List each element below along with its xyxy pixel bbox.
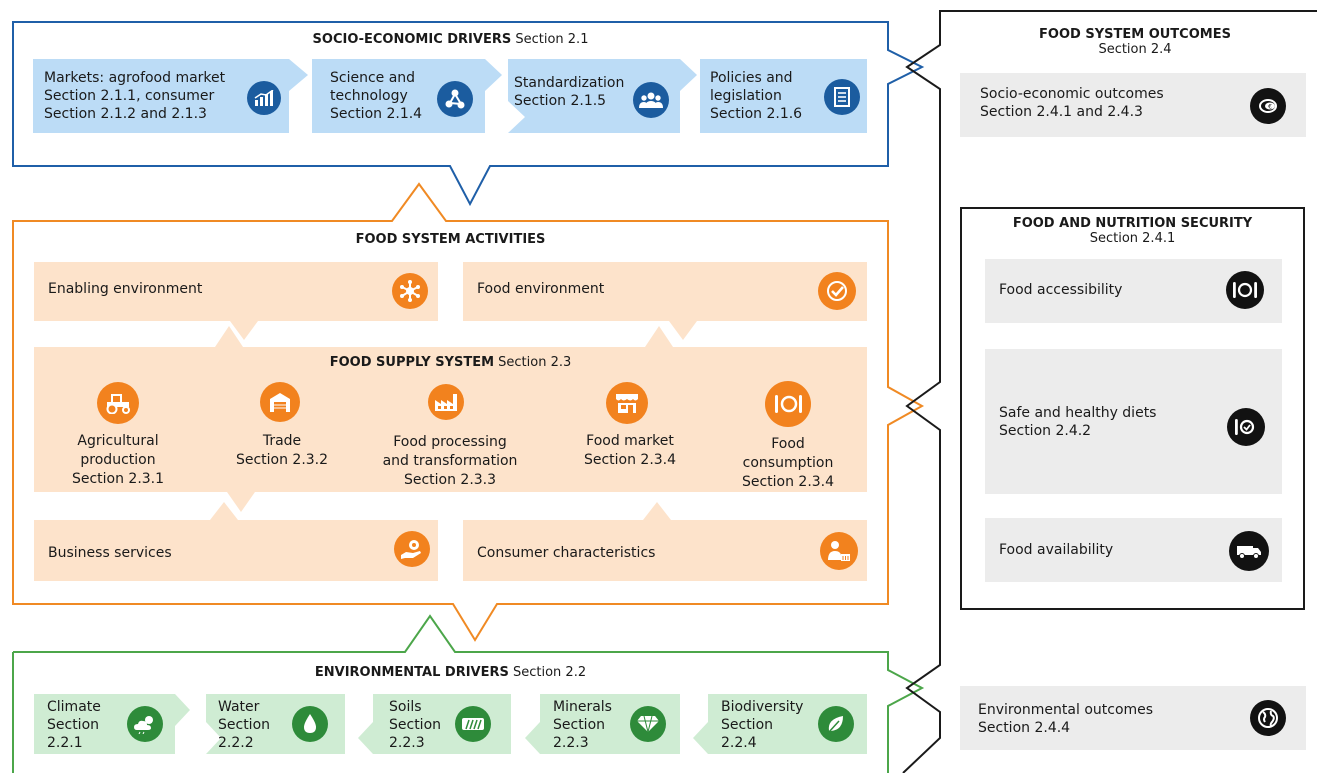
climate-card: Climate Section 2.2.1 bbox=[47, 699, 101, 751]
hand-gear-icon bbox=[394, 531, 430, 567]
socio-title-section: Section 2.1 bbox=[515, 32, 589, 47]
fns-title-bold: FOOD AND NUTRITION SECURITY bbox=[1012, 216, 1253, 231]
supply-title-bold: FOOD SUPPLY SYSTEM bbox=[329, 355, 495, 370]
plate-cutlery-icon bbox=[765, 381, 811, 427]
bar-chart-icon bbox=[247, 81, 281, 115]
agricultural-production-label: Agricultural production Section 2.3.1 bbox=[71, 433, 165, 487]
environmental-outcomes: Environmental outcomes Section 2.4.4 bbox=[978, 702, 1154, 736]
plate-check-icon bbox=[1227, 408, 1265, 446]
trade-label: Trade Section 2.3.2 bbox=[235, 433, 329, 468]
fns-title-section: Section 2.4.1 bbox=[1089, 231, 1176, 246]
biodiversity-card: Biodiversity Section 2.2.4 bbox=[721, 699, 804, 751]
food-processing-label: Food processing and transformation Secti… bbox=[382, 434, 518, 488]
consumer-characteristics: Consumer characteristics bbox=[477, 545, 656, 561]
leaf-icon bbox=[818, 706, 854, 742]
food-accessibility: Food accessibility bbox=[999, 282, 1123, 298]
food-consumption-label: Food consumption Section 2.3.4 bbox=[741, 436, 835, 490]
food-market-label: Food market Section 2.3.4 bbox=[583, 433, 677, 468]
svg-text:€: € bbox=[1268, 104, 1272, 111]
socio-frame bbox=[12, 21, 925, 207]
markets-card: Markets: agrofood market Section 2.1.1, … bbox=[44, 70, 226, 122]
coins-icon: € bbox=[1250, 88, 1286, 124]
globe-icon bbox=[1250, 700, 1286, 736]
hub-icon bbox=[392, 273, 428, 309]
plate-icon bbox=[1226, 271, 1264, 309]
outcomes-title-section: Section 2.4 bbox=[1098, 42, 1172, 57]
env-title-section: Section 2.2 bbox=[513, 665, 587, 680]
checkmark-icon bbox=[818, 272, 856, 310]
standardization-card: Standardization Section 2.1.5 bbox=[514, 75, 625, 109]
factory-icon bbox=[428, 384, 464, 420]
supply-title: FOOD SUPPLY SYSTEM Section 2.3 bbox=[34, 355, 867, 370]
tractor-icon bbox=[97, 382, 139, 424]
water-drop-icon bbox=[292, 706, 328, 742]
socio-title: SOCIO-ECONOMIC DRIVERS Section 2.1 bbox=[13, 32, 888, 47]
env-frame bbox=[12, 614, 925, 773]
outcomes-frame bbox=[902, 10, 1317, 773]
supply-title-section: Section 2.3 bbox=[498, 355, 572, 370]
outcomes-title: FOOD SYSTEM OUTCOMES Section 2.4 bbox=[955, 27, 1315, 57]
enabling-environment: Enabling environment bbox=[48, 281, 203, 297]
env-title-bold: ENVIRONMENTAL DRIVERS bbox=[314, 665, 509, 680]
cloud-sun-icon bbox=[127, 706, 163, 742]
people-group-icon bbox=[633, 82, 669, 118]
diamond-icon bbox=[630, 706, 666, 742]
minerals-card: Minerals Section 2.2.3 bbox=[553, 699, 612, 751]
business-services: Business services bbox=[48, 545, 172, 561]
shopper-basket-icon bbox=[820, 532, 858, 570]
safe-healthy-diets: Safe and healthy diets Section 2.4.2 bbox=[999, 405, 1157, 439]
activities-title: FOOD SYSTEM ACTIVITIES bbox=[13, 232, 888, 247]
socio-title-bold: SOCIO-ECONOMIC DRIVERS bbox=[312, 32, 512, 47]
warehouse-icon bbox=[260, 382, 300, 422]
fns-title: FOOD AND NUTRITION SECURITY Section 2.4.… bbox=[961, 216, 1304, 246]
policies-card: Policies and legislation Section 2.1.6 bbox=[710, 70, 803, 122]
science-card: Science and technology Section 2.1.4 bbox=[330, 70, 423, 122]
socio-outcomes: Socio-economic outcomes Section 2.4.1 an… bbox=[980, 86, 1164, 120]
document-icon bbox=[824, 79, 860, 115]
market-stall-icon bbox=[606, 382, 648, 424]
soils-card: Soils Section 2.2.3 bbox=[389, 699, 442, 751]
outcomes-title-bold: FOOD SYSTEM OUTCOMES bbox=[1039, 27, 1231, 42]
activities-title-text: FOOD SYSTEM ACTIVITIES bbox=[355, 232, 546, 247]
truck-icon bbox=[1229, 531, 1269, 571]
env-title: ENVIRONMENTAL DRIVERS Section 2.2 bbox=[13, 665, 888, 680]
food-availability: Food availability bbox=[999, 542, 1114, 558]
water-card: Water Section 2.2.2 bbox=[218, 699, 271, 751]
food-environment: Food environment bbox=[477, 281, 605, 297]
network-icon bbox=[437, 81, 473, 117]
activities-frame bbox=[12, 182, 925, 642]
soil-field-icon bbox=[455, 706, 491, 742]
fns-frame bbox=[960, 207, 1305, 610]
